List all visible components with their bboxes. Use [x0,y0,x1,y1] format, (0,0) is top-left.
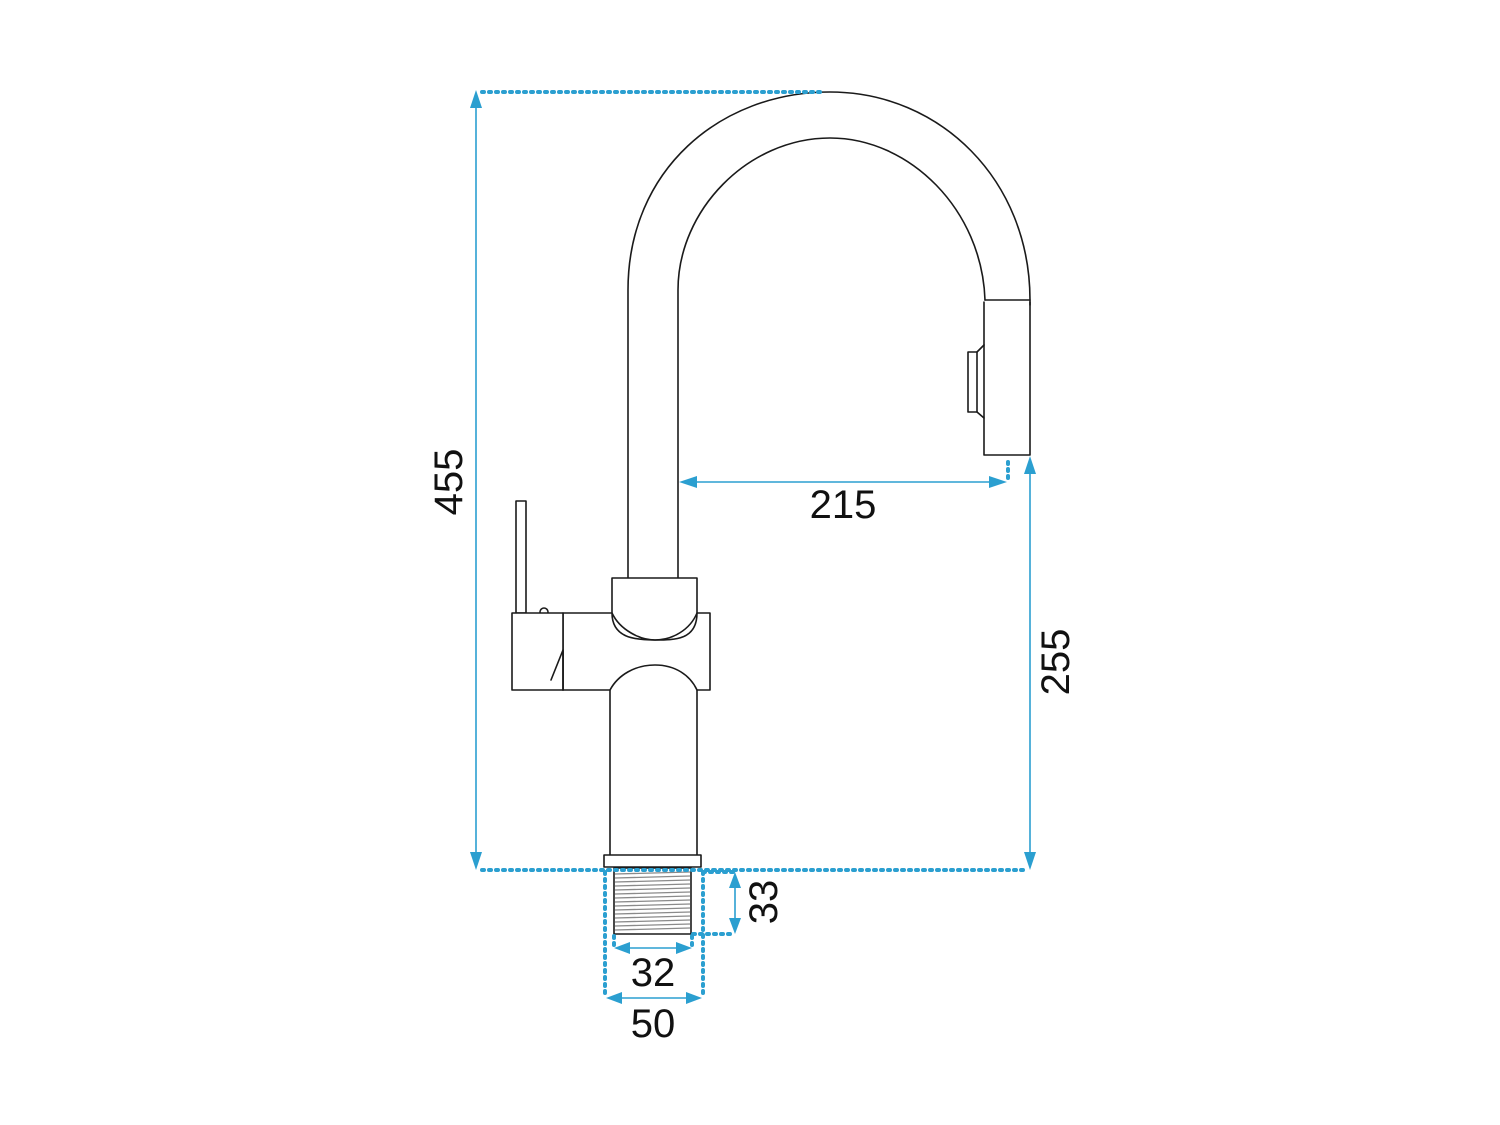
thread-line [614,871,691,875]
dim-total-height [470,90,822,870]
thread-line [614,879,691,883]
label-thread-diameter: 32 [631,951,676,995]
dim-thread-length [691,870,741,936]
label-thread-length: 33 [742,880,786,925]
thread-line [614,891,691,895]
label-spout-reach: 215 [810,483,877,527]
dimension-labels: 455 215 255 33 32 50 [427,449,1078,1046]
faucet-body [562,612,711,691]
thread-line [614,915,691,919]
dim-base-diameter [603,870,705,1004]
thread-line [614,907,691,911]
thread-line [614,911,691,915]
dim-thread-diameter [612,934,694,954]
faucet-column [609,689,698,856]
dim-spout-clearance [1024,456,1036,870]
label-spout-clearance: 255 [1034,629,1078,696]
lever-handle [511,500,564,691]
thread-line [614,887,691,891]
spout-tube [627,91,1031,581]
threaded-shank [613,867,692,935]
dim-spout-reach [679,460,1010,488]
faucet-outline [511,91,1031,935]
spray-head [967,299,1031,456]
label-total-height: 455 [427,449,471,516]
thread-line [614,927,691,931]
dimension-lines [470,90,1036,1004]
thread-line [614,899,691,903]
thread-line [614,903,691,907]
thread-line [614,883,691,887]
label-base-diameter: 50 [631,1002,676,1046]
thread-line [614,875,691,879]
thread-line [614,895,691,899]
base-ring [603,854,702,868]
thread-line [614,919,691,923]
thread-line [614,923,691,927]
